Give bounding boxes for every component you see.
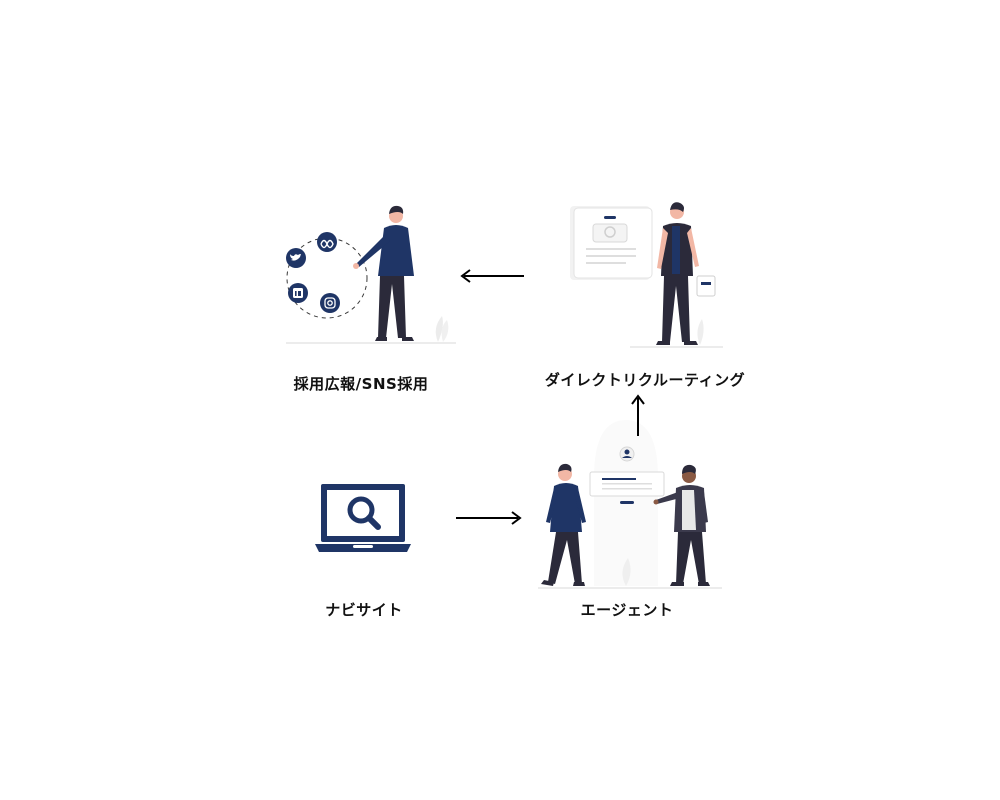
twitter-icon: [286, 248, 306, 268]
meta-icon: [317, 232, 337, 252]
person-agent: [653, 464, 710, 586]
laptop-search-icon: [315, 484, 411, 552]
agent-illustration: [538, 420, 722, 589]
person-candidate: [541, 463, 586, 586]
person-pointing: [353, 205, 414, 341]
agent-label: エージェント: [580, 601, 674, 619]
arrow-navi-to-agent: [456, 511, 522, 525]
direct-recruiting-illustration: [570, 202, 723, 348]
recruit-ads-illustration: [286, 205, 456, 344]
arrow-direct-to-recruit-ads: [460, 269, 524, 283]
instagram-icon: [320, 293, 340, 313]
recruit-ads-label: 採用広報/SNS採用: [293, 375, 429, 393]
navi-site-label: ナビサイト: [325, 601, 403, 619]
person-standing: [656, 202, 716, 345]
arrow-agent-to-direct: [631, 394, 645, 436]
linkedin-icon: [288, 283, 308, 303]
direct-recruiting-label: ダイレクトリクルーティング: [544, 371, 746, 389]
